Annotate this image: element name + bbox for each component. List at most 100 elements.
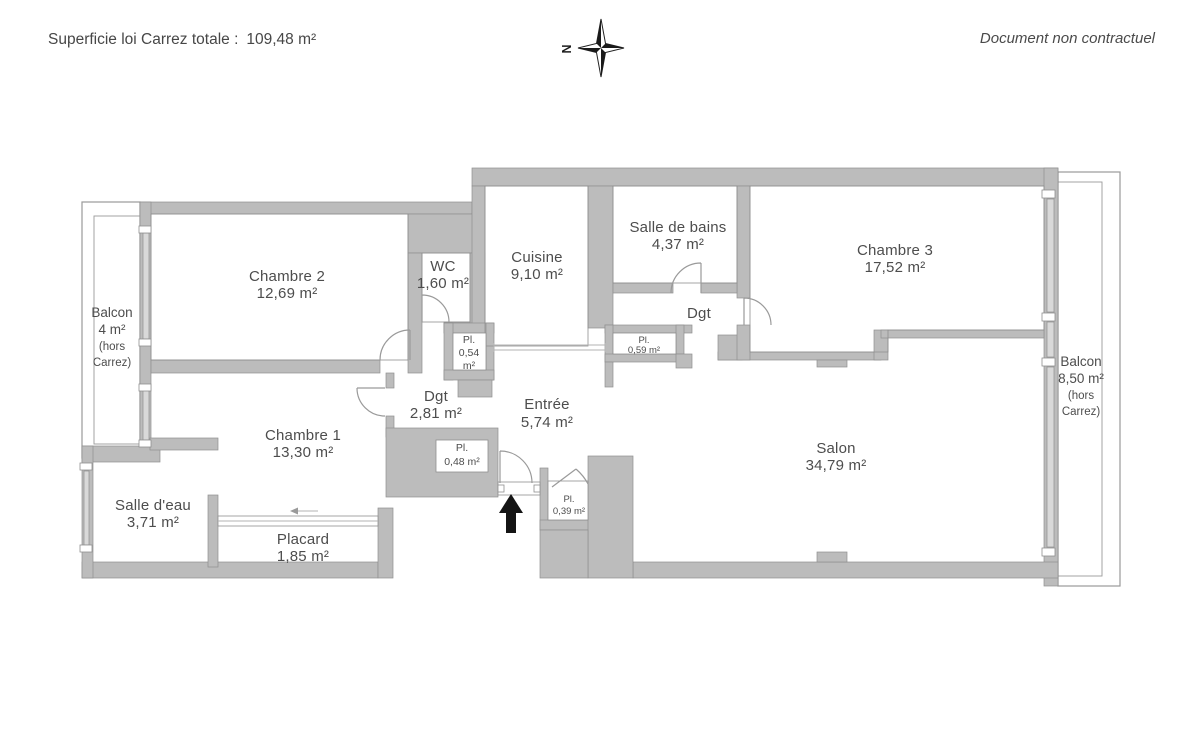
label-placard-name: Placard xyxy=(277,531,329,548)
disclaimer-text: Document non contractuel xyxy=(980,30,1156,47)
label-entree-name: Entrée xyxy=(524,396,569,413)
outline-chambre3 xyxy=(749,185,1045,353)
balcony-left-outline xyxy=(81,201,141,459)
wall-salon-top-right xyxy=(880,329,1045,339)
label-pl054-l2: 0,54 xyxy=(459,347,480,359)
entrance-sill-end xyxy=(533,484,541,493)
label-chambre3-name: Chambre 3 xyxy=(857,242,933,259)
label-wc-name: WC xyxy=(430,258,455,275)
window-joint xyxy=(138,383,152,392)
label-dgt-upper: Dgt xyxy=(687,305,712,322)
labels: Chambre 2 12,69 m² WC 1,60 m² Cuisine 9,… xyxy=(91,219,1104,565)
label-entree-area: 5,74 m² xyxy=(521,414,573,431)
doors xyxy=(356,262,772,488)
wall-sde-placard-divider xyxy=(207,494,219,568)
entrance-sill-end xyxy=(497,484,505,493)
wall-top-main xyxy=(471,167,1059,187)
window-joint xyxy=(1041,547,1056,557)
wall-bottom-right xyxy=(632,561,1059,579)
label-salon-area: 34,79 m² xyxy=(806,457,867,474)
label-cuisine-name: Cuisine xyxy=(511,249,562,266)
wall-block-se1 xyxy=(587,455,634,579)
label-chambre1-area: 13,30 m² xyxy=(273,444,334,461)
windows xyxy=(79,189,1056,557)
label-chambre2-name: Chambre 2 xyxy=(249,268,325,285)
closet-pl039-box xyxy=(547,480,589,521)
placard-slide-arrowhead xyxy=(290,507,298,515)
label-balcony-left-name: Balcon xyxy=(91,305,132,320)
wall-top-left xyxy=(139,201,473,215)
door-chambre2 xyxy=(379,329,411,361)
window-joint xyxy=(138,338,152,347)
label-salon-name: Salon xyxy=(816,440,855,457)
window-chambre1 xyxy=(142,389,150,441)
window-salon xyxy=(1046,366,1055,548)
wall-divider-ch2-ch1 xyxy=(150,359,381,374)
label-balcony-left-note2: Carrez) xyxy=(93,357,132,369)
window-east-mid xyxy=(1046,321,1055,358)
label-pl059-l2: 0,59 m² xyxy=(628,345,660,356)
label-cuisine-area: 9,10 m² xyxy=(511,266,563,283)
door-chambre1 xyxy=(356,387,386,417)
window-joint xyxy=(79,544,93,553)
label-pl054-l1: Pl. xyxy=(463,334,475,346)
label-balcony-right-note1: (hors xyxy=(1068,390,1094,402)
carrez-total-label: Superficie loi Carrez totale :109,48 m² xyxy=(48,31,316,48)
window-chambre3 xyxy=(1046,198,1055,313)
label-chambre3-area: 17,52 m² xyxy=(865,259,926,276)
label-chambre2-area: 12,69 m² xyxy=(257,285,318,302)
wall-cuisine-west xyxy=(471,185,486,331)
wall-pl059-foot xyxy=(675,353,693,369)
wall-bottom-left xyxy=(81,561,379,579)
outline-chambre2 xyxy=(150,213,409,361)
wall-pl054-foot xyxy=(457,379,493,398)
door-pl039 xyxy=(551,468,589,488)
wall-ch3-west-a xyxy=(736,185,751,299)
outline-salle-de-bains xyxy=(612,185,738,284)
window-chambre2 xyxy=(142,232,150,340)
window-joint xyxy=(138,439,152,448)
label-wc-area: 1,60 m² xyxy=(417,275,469,292)
label-balcony-right-area: 8,50 m² xyxy=(1058,371,1104,386)
label-pl048-l2: 0,48 m² xyxy=(444,456,480,468)
window-joint xyxy=(138,225,152,234)
label-balcony-left-area: 4 m² xyxy=(99,322,127,337)
entrance-arrow-icon xyxy=(499,494,523,533)
wall-sdb-south-a xyxy=(612,282,674,294)
label-pl059-l1: Pl. xyxy=(638,335,649,346)
window-joint xyxy=(79,462,93,471)
label-sdb-name: Salle de bains xyxy=(629,219,726,236)
door-wc xyxy=(421,294,450,323)
closet-boxes xyxy=(217,332,677,527)
window-joint xyxy=(1041,312,1056,322)
room-outlines xyxy=(150,185,1045,361)
closet-pl059-box xyxy=(612,332,677,355)
door-chambre3 xyxy=(743,297,772,326)
wall-pillar-top xyxy=(816,359,848,368)
label-sdb-area: 4,37 m² xyxy=(652,236,704,253)
door-salle-de-bains xyxy=(670,262,702,294)
label-pl054-l3: m² xyxy=(463,360,476,372)
wall-salon-west-stub xyxy=(604,361,614,388)
door-entrance xyxy=(499,450,533,484)
carrez-value: 109,48 m² xyxy=(246,31,316,48)
label-dgt-name: Dgt xyxy=(424,388,449,405)
compass-north-label: N xyxy=(560,44,574,53)
label-dgt-area: 2,81 m² xyxy=(410,405,462,422)
label-sde-name: Salle d'eau xyxy=(115,497,191,514)
window-joint xyxy=(1041,357,1056,367)
wall-sdb-south-b xyxy=(700,282,738,294)
wall-placard-east xyxy=(377,507,394,579)
label-chambre1-name: Chambre 1 xyxy=(265,427,341,444)
window-salle-deau xyxy=(83,470,90,546)
label-pl048-l1: Pl. xyxy=(456,442,468,454)
wall-sde-top-b xyxy=(149,437,219,451)
label-balcony-right-name: Balcon xyxy=(1060,354,1101,369)
beam-line xyxy=(493,343,606,352)
wall-block-se2 xyxy=(539,529,589,579)
closet-pl054-box xyxy=(452,332,487,371)
outline-cuisine xyxy=(484,185,589,347)
compass-rose-icon: N xyxy=(560,18,625,78)
